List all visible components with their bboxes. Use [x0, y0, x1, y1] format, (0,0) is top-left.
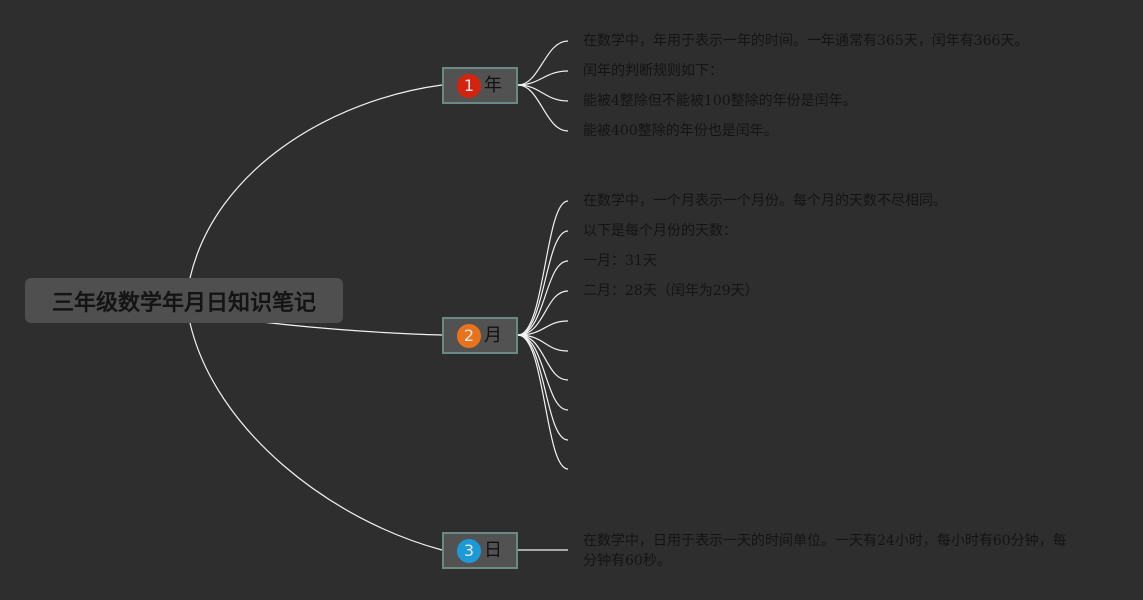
year-note-4[interactable]: 能被400整除的年份也是闰年。: [583, 123, 778, 139]
connector-root-day: [189, 322, 443, 551]
month-note-3[interactable]: 一月：31天: [583, 253, 657, 269]
day-note-1[interactable]: 在数学中，日用于表示一天的时间单位。一天有24小时，每小时有60分钟，每分钟有6…: [583, 533, 1067, 569]
connector-month-note-4: [517, 290, 569, 336]
connector-root-month: [261, 321, 443, 336]
connector-month-note-7: [517, 334, 569, 381]
month-note-2[interactable]: 以下是每个月份的天数：: [583, 223, 737, 239]
branch-day-number-badge: 3: [457, 538, 481, 563]
year-note-1[interactable]: 在数学中，年用于表示一年的时间。一年通常有365天，闰年有366天。: [583, 33, 1029, 49]
root-topic[interactable]: 三年级数学年月日知识笔记: [25, 278, 343, 323]
year-note-2[interactable]: 闰年的判断规则如下：: [583, 63, 723, 79]
branch-day-label: 日: [484, 539, 502, 561]
month-note-1[interactable]: 在数学中，一个月表示一个月份。每个月的天数不尽相同。: [583, 193, 947, 209]
connector-year-note-4: [517, 84, 569, 132]
connector-root-year: [189, 84, 443, 279]
branch-day[interactable]: 3 日: [442, 532, 518, 569]
branch-month[interactable]: 2 月: [442, 317, 518, 354]
connector-month-note-10: [517, 334, 569, 470]
connector-month-note-5: [517, 320, 569, 336]
branch-year-label: 年: [484, 74, 502, 96]
year-note-3[interactable]: 能被4整除但不能被100整除的年份是闰年。: [583, 93, 857, 109]
connector-year-note-1: [517, 40, 569, 86]
connector-month-note-2: [517, 230, 569, 336]
connector-year-note-2: [517, 70, 569, 86]
connector-month-note-1: [517, 200, 569, 336]
branch-month-number-badge: 2: [457, 323, 481, 348]
branch-month-label: 月: [484, 324, 502, 346]
connector-month-note-3: [517, 260, 569, 336]
month-note-4[interactable]: 二月：28天（闰年为29天）: [583, 283, 759, 299]
branch-year[interactable]: 1 年: [442, 67, 518, 104]
branch-year-number-badge: 1: [457, 73, 481, 98]
connector-month-note-8: [517, 334, 569, 411]
root-topic-label: 三年级数学年月日知识笔记: [51, 290, 316, 316]
